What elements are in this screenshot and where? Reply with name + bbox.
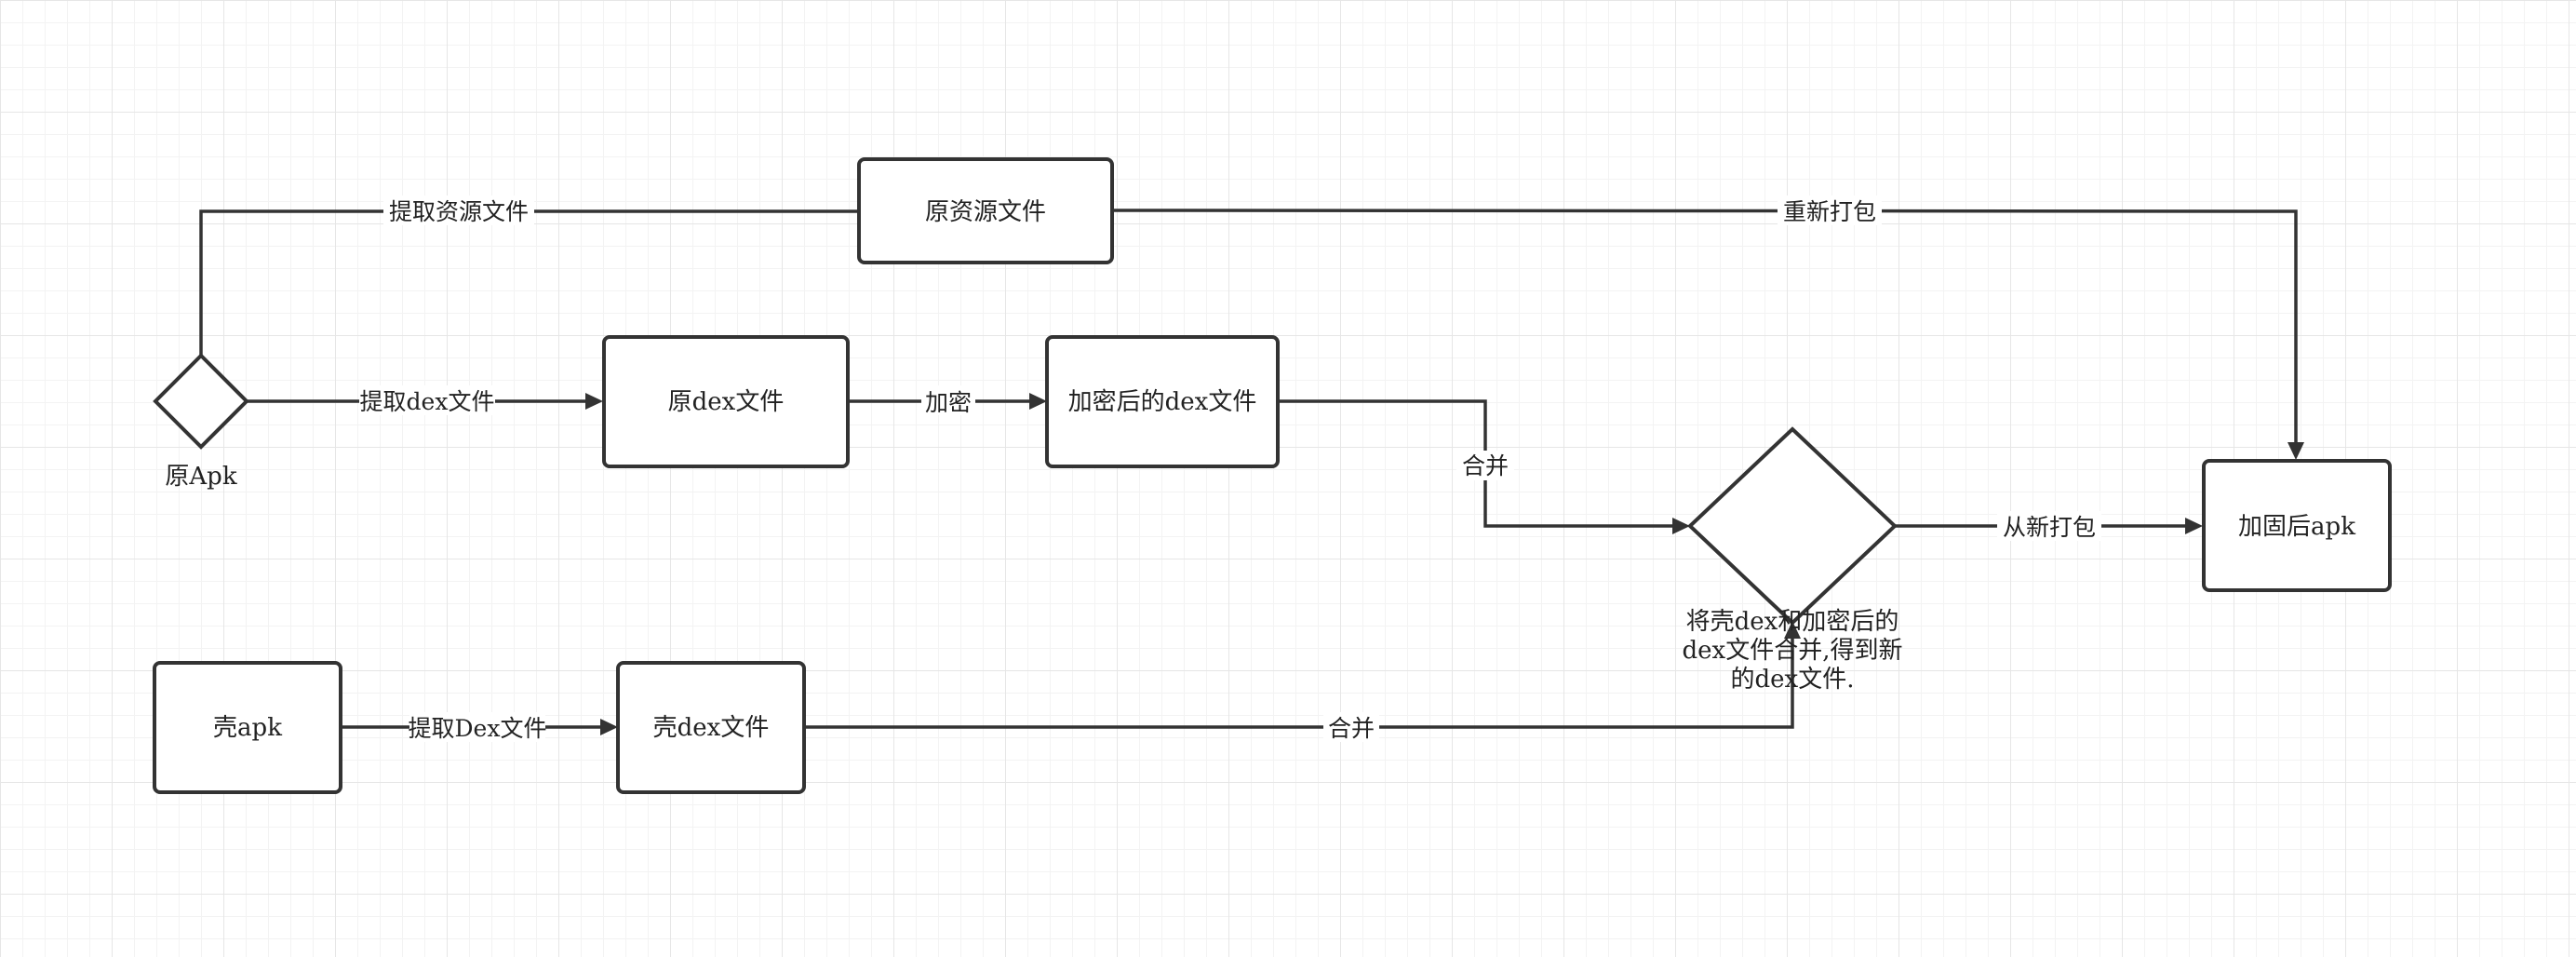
merge-decision-line-1: 将壳dex和加密后的 <box>1686 608 1899 636</box>
label-extract-resources: 提取资源文件 <box>389 198 529 225</box>
edge-merge-bottom <box>804 639 1794 729</box>
arrowhead-merge-bottom <box>1784 621 1801 639</box>
arrowhead-extract-shell-dex <box>600 719 618 735</box>
hardened-apk-label: 加固后apk <box>2238 513 2355 541</box>
arrowhead-encrypt <box>1029 393 1047 410</box>
edge-repack <box>1112 209 2298 442</box>
shell-dex-label: 壳dex文件 <box>653 714 770 742</box>
orig-apk-diamond <box>153 353 249 450</box>
label-merge-top: 合并 <box>1462 452 1509 479</box>
orig-dex-node <box>602 335 850 468</box>
orig-resources-node <box>857 157 1114 264</box>
merge-decision-line-2: dex文件合并,得到新 <box>1683 637 1903 665</box>
label-extract-shell-dex: 提取Dex文件 <box>409 715 547 742</box>
label-encrypt: 加密 <box>925 389 972 416</box>
edge-extract-resources <box>199 209 858 356</box>
label-extract-dex: 提取dex文件 <box>360 388 495 415</box>
label-merge-bottom: 合并 <box>1328 715 1375 742</box>
edge-labels: 提取资源文件 重新打包 提取dex文件 加密 合并 从新打包 提取Dex文件 合… <box>359 195 2101 742</box>
arrowhead-extract-dex <box>585 393 603 410</box>
nodes: 原Apk 原资源文件 原dex文件 加密后的dex文件 壳apk 壳dex文件 … <box>153 157 2392 794</box>
hardened-apk-node <box>2202 459 2392 592</box>
shell-dex-node <box>616 661 806 794</box>
shell-apk-label: 壳apk <box>213 714 282 742</box>
label-repack-again: 从新打包 <box>2003 514 2096 541</box>
arrowhead-repack <box>2288 442 2304 460</box>
orig-dex-label: 原dex文件 <box>668 388 785 416</box>
edges <box>199 203 2304 735</box>
shell-apk-node <box>153 661 342 794</box>
encrypted-dex-label: 加密后的dex文件 <box>1068 388 1257 416</box>
encrypted-dex-node <box>1045 335 1280 468</box>
label-repack: 重新打包 <box>1783 198 1876 225</box>
arrowhead-merge-top <box>1672 518 1690 534</box>
orig-resources-label: 原资源文件 <box>925 198 1046 226</box>
merge-decision-diamond <box>1687 426 1898 626</box>
orig-apk-label: 原Apk <box>165 463 236 491</box>
arrowhead-repack-again <box>2185 518 2203 534</box>
merge-decision-line-3: 的dex文件. <box>1731 666 1855 694</box>
